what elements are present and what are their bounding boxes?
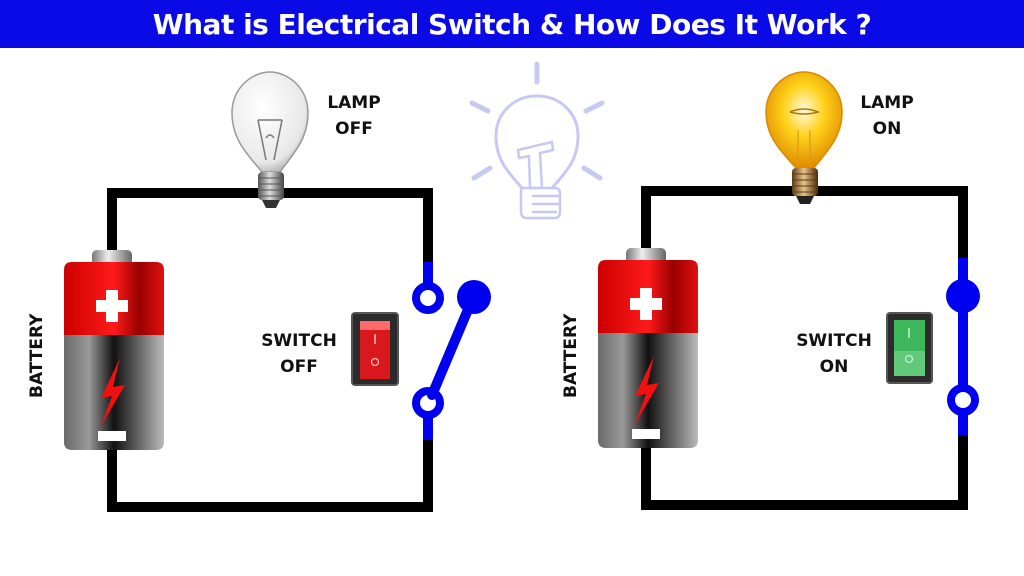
switch-lever <box>427 295 477 400</box>
rocker-switch-off[interactable] <box>351 312 399 386</box>
circuit-on <box>598 71 980 510</box>
switch-contact-closed <box>946 279 980 313</box>
switch-label-line2: ON <box>819 357 849 377</box>
switch-terminal-bottom <box>947 384 979 416</box>
closed-switch-symbol <box>946 258 980 435</box>
switch-on-label: SWITCH ON <box>789 328 879 380</box>
switch-label-line2: OFF <box>280 357 318 377</box>
switch-off-label: SWITCH OFF <box>254 328 344 380</box>
battery-label-left: BATTERY <box>27 313 47 398</box>
battery-on <box>598 248 698 448</box>
switch-label-line1: SWITCH <box>261 331 337 351</box>
open-switch-symbol <box>412 262 491 440</box>
lamp-label-line2: ON <box>872 119 902 139</box>
rocker-switch-on[interactable] <box>886 312 933 384</box>
lightning-bolt-icon <box>100 358 125 428</box>
switch-label-line1: SWITCH <box>796 331 872 351</box>
switch-lever-end <box>457 280 491 314</box>
lamp-off-icon <box>231 71 309 208</box>
lamp-label-line1: LAMP <box>860 93 914 113</box>
battery-off <box>64 250 164 450</box>
lamp-on-label: LAMP ON <box>851 90 923 142</box>
minus-icon <box>98 431 126 441</box>
lamp-off-label: LAMP OFF <box>318 90 390 142</box>
plus-icon <box>630 288 662 320</box>
lamp-label-line1: LAMP <box>327 93 381 113</box>
circuit-off <box>64 71 491 512</box>
lightbulb-idea-icon <box>469 61 605 220</box>
lightning-bolt-icon <box>634 356 659 426</box>
switch-terminal-top <box>412 282 444 314</box>
lamp-label-line2: OFF <box>335 119 373 139</box>
title-banner: What is Electrical Switch & How Does It … <box>0 0 1024 48</box>
minus-icon <box>632 429 660 439</box>
lamp-on-icon <box>765 71 843 204</box>
plus-icon <box>96 290 128 322</box>
circuit-diagram <box>64 61 980 512</box>
battery-label-right: BATTERY <box>561 313 581 398</box>
page-title: What is Electrical Switch & How Does It … <box>152 7 872 41</box>
